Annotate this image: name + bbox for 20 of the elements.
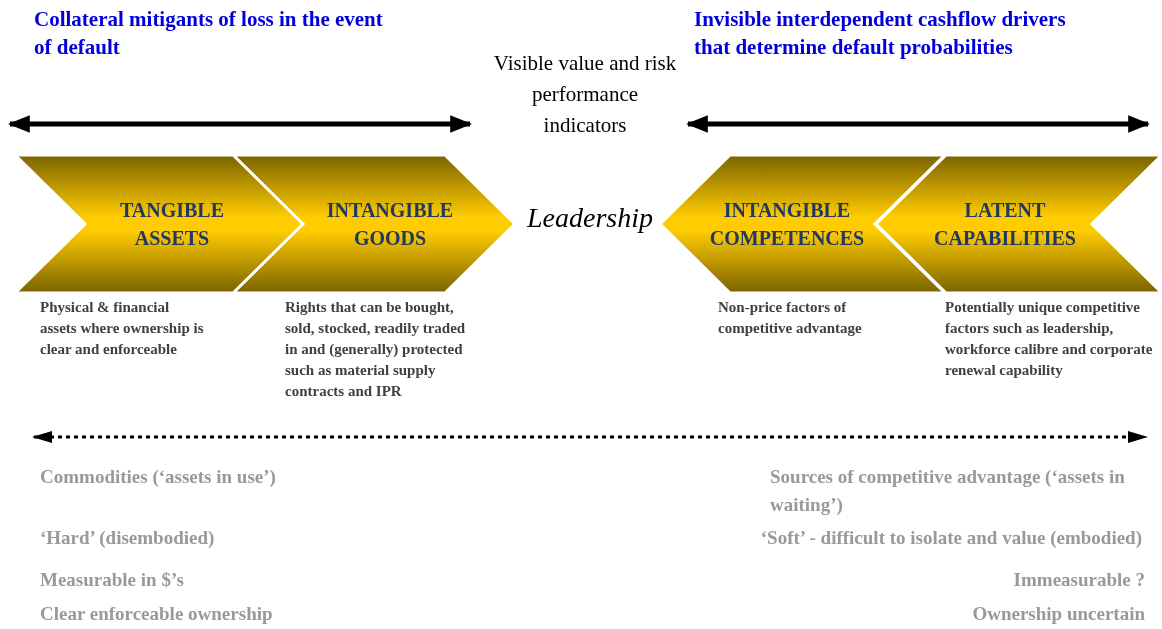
note-text: Ownership uncertain [971, 602, 1145, 626]
annotation-text: Visible value and risk performance indicators [492, 50, 678, 139]
center-label: Leadership [525, 201, 654, 235]
description-text: Rights that can be bought, sold, stocked, readily traded in and (generally) protected such as material supply contracts and IPR [285, 298, 467, 401]
note-text: Clear enforceable ownership [40, 602, 274, 626]
description-text: Potentially unique competitive factors such as leadership, workforce calibre and corporate renewal capability [945, 298, 1154, 380]
note-text: Measurable in $’s [40, 568, 185, 592]
heading: Invisible interdependent cashflow drivers that determine default probabilities [694, 6, 1067, 61]
chevron-label: TANGIBLE ASSETS [118, 198, 226, 251]
note-text: ‘Soft’ - difficult to isolate and value (embodied) [759, 526, 1142, 550]
note-text: Immeasurable ? [1012, 568, 1145, 592]
description-text: Non-price factors of competitive advantage [718, 298, 863, 338]
note-text: Sources of competitive advantage (‘assets in waiting’) [770, 465, 1126, 517]
chevron-label: LATENT CAPABILITIES [933, 198, 1077, 251]
chevron-label: INTANGIBLE GOODS [325, 198, 455, 251]
chevron-label: INTANGIBLE COMPETENCES [708, 198, 866, 251]
heading: Collateral mitigants of loss in the event of default [34, 6, 384, 61]
note-text: ‘Hard’ (disembodied) [40, 526, 216, 550]
description-text: Physical & financial assets where ownership is clear and enforceable [40, 298, 205, 359]
note-text: Commodities (‘assets in use’) [40, 465, 277, 489]
